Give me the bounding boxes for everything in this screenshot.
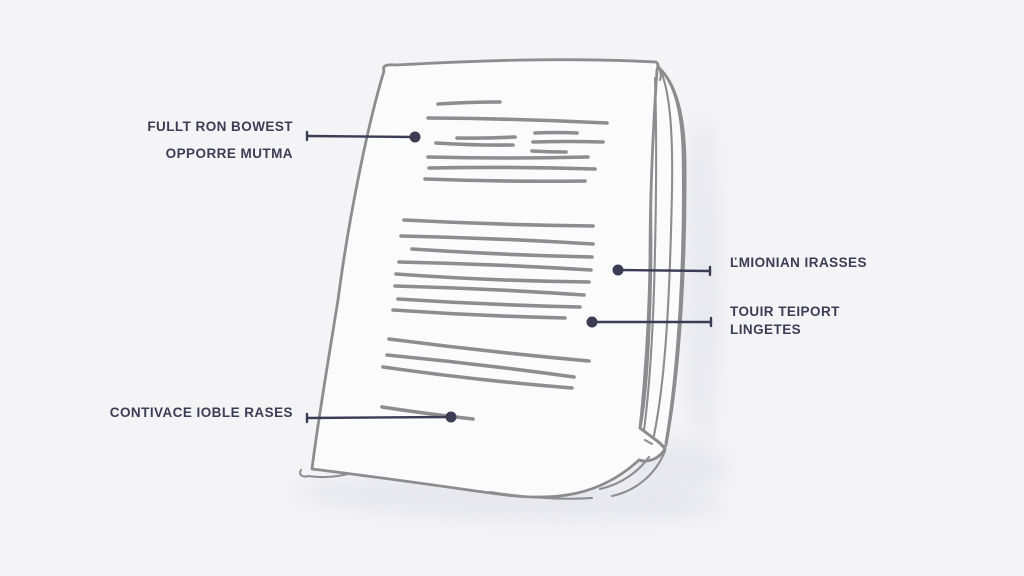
front-page-inner-edge [642, 76, 658, 432]
callout-connectors [305, 130, 713, 424]
corner-fold-crease-1 [598, 455, 651, 491]
document-text-line [402, 218, 595, 228]
label-line: ĽMIONIAN IRASSES [730, 255, 867, 270]
document-text-line [385, 353, 576, 379]
connector-dot [445, 411, 457, 423]
document-text-line [399, 234, 595, 246]
document-text-line [426, 116, 609, 125]
document-text-line [394, 272, 591, 284]
document-text-line [436, 100, 502, 106]
document-text-line [434, 141, 515, 147]
label-contivace-rases: CONTIVACE IOBLE RASES [90, 404, 293, 422]
document-text-line [397, 260, 593, 272]
document-text-line [387, 337, 591, 363]
document-text-line [427, 165, 597, 171]
document-text-line [410, 247, 594, 259]
document-text-line [530, 149, 568, 154]
label-line: FULLT RON BOWEST [147, 119, 293, 134]
label-dmionian-irasses: ĽMIONIAN IRASSES [730, 254, 867, 272]
back-page-edge [651, 61, 674, 442]
connector-line [616, 268, 712, 273]
connector-dot [586, 316, 598, 328]
document-text-line [381, 365, 574, 390]
document-text-line [396, 297, 582, 309]
corner-fold-tick [643, 438, 654, 446]
document-text-lines [380, 100, 609, 421]
back-page-outer-edge [648, 60, 685, 445]
document-text-line [423, 177, 587, 184]
label-line: OPPORRE MUTMA [165, 146, 293, 161]
connector-dot [409, 131, 421, 143]
document-text-line [391, 308, 567, 320]
paper-shadow-bottom [295, 476, 725, 522]
bottom-left-crease [298, 468, 350, 479]
connector-dot [612, 264, 624, 276]
document-text-line [426, 155, 590, 160]
label-line: LINGETES [730, 321, 802, 337]
document-text-line [531, 139, 605, 144]
label-touir-teiport-lingetes: TOUIR TEIPORT LINGETES [730, 303, 840, 338]
label-line: TOUIR TEIPORT [730, 304, 840, 319]
document-text-line [455, 135, 517, 140]
label-line: CONTIVACE IOBLE RASES [109, 405, 293, 420]
corner-fold-crease-2 [610, 449, 667, 498]
connector-line [305, 415, 453, 420]
document-text-line [380, 405, 475, 421]
top-right-flip [654, 60, 662, 82]
connector-line [305, 134, 417, 139]
document-text-line [533, 130, 579, 135]
document-text-line [393, 284, 586, 297]
bottom-edge-double-stroke [488, 490, 594, 500]
paper-shadow-right [685, 115, 719, 445]
label-fullt-ron-bowest: FULLT RON BOWEST OPPORRE MUTMA [90, 113, 293, 167]
